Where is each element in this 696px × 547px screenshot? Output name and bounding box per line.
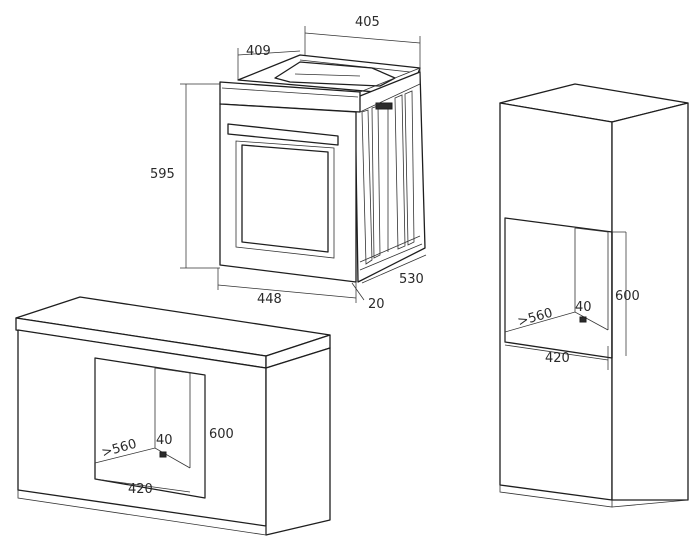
column-front [499, 102, 613, 501]
column-dim-height: 600 [615, 289, 640, 304]
column-dim-width: 420 [545, 351, 570, 366]
counter-cabinet: 600 >560 40 420 [15, 296, 331, 536]
oven-drawing [219, 54, 426, 283]
oven-dim-depth-top: 409 [246, 44, 271, 59]
column-dim-gap: 40 [575, 300, 592, 315]
counter-dim-width: 420 [128, 482, 153, 497]
oven-dim-depth-side: 530 [399, 272, 424, 287]
column-cabinet: 600 >560 40 420 [499, 83, 689, 508]
counter-dim-gap: 40 [156, 433, 173, 448]
oven-dim-width-front: 448 [257, 292, 282, 307]
oven-dim-offset: 20 [368, 297, 385, 312]
oven-dimensions: 405 409 595 448 530 20 [150, 15, 427, 312]
oven-window [241, 144, 329, 253]
counter-dim-height: 600 [209, 427, 234, 442]
oven-handle [227, 123, 339, 146]
oven-dim-width-top: 405 [355, 15, 380, 30]
oven-vent-slot [375, 102, 393, 110]
oven-dim-height: 595 [150, 167, 175, 182]
